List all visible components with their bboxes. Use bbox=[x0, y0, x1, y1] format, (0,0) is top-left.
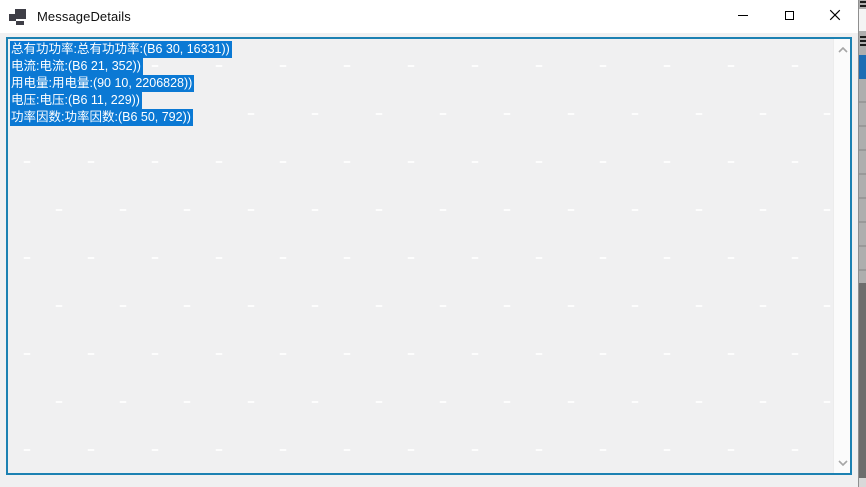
strip-ticks bbox=[859, 79, 866, 283]
strip-segment bbox=[859, 9, 866, 31]
close-icon bbox=[829, 9, 841, 21]
scroll-up-button[interactable] bbox=[834, 41, 851, 58]
caption-buttons bbox=[720, 0, 858, 30]
minimize-button[interactable] bbox=[720, 0, 766, 30]
strip-highlight-marker bbox=[859, 55, 866, 79]
maximize-button[interactable] bbox=[766, 0, 812, 30]
scroll-down-button[interactable] bbox=[834, 454, 851, 471]
message-line: 电流:电流:(B6 21, 352)) bbox=[10, 58, 143, 75]
chevron-up-icon bbox=[837, 46, 848, 53]
chevron-down-icon bbox=[837, 459, 848, 466]
message-line: 总有功功率:总有功功率:(B6 30, 16331)) bbox=[10, 41, 232, 58]
maximize-icon bbox=[784, 10, 794, 20]
message-textbox[interactable]: 总有功功率:总有功功率:(B6 30, 16331)) 电流:电流:(B6 21… bbox=[6, 37, 852, 475]
close-button[interactable] bbox=[812, 0, 858, 30]
message-list: 总有功功率:总有功功率:(B6 30, 16331)) 电流:电流:(B6 21… bbox=[10, 41, 830, 126]
window-title: MessageDetails bbox=[37, 9, 131, 24]
strip-mark bbox=[860, 1, 866, 3]
background-app-scrollbar-strip bbox=[858, 0, 866, 487]
strip-mark bbox=[860, 44, 866, 46]
message-line: 功率因数:功率因数:(B6 50, 792)) bbox=[10, 109, 193, 126]
titlebar[interactable]: MessageDetails bbox=[0, 0, 858, 33]
strip-segment bbox=[859, 478, 866, 487]
minimize-icon bbox=[738, 14, 748, 16]
vertical-scrollbar[interactable] bbox=[833, 39, 850, 473]
message-line: 电压:电压:(B6 11, 229)) bbox=[10, 92, 142, 109]
app-window-icon bbox=[9, 8, 27, 26]
strip-mark bbox=[860, 40, 866, 42]
message-line: 用电量:用电量:(90 10, 2206828)) bbox=[10, 75, 195, 92]
strip-mark bbox=[860, 5, 866, 7]
strip-mark bbox=[860, 36, 866, 38]
strip-segment bbox=[859, 283, 866, 478]
